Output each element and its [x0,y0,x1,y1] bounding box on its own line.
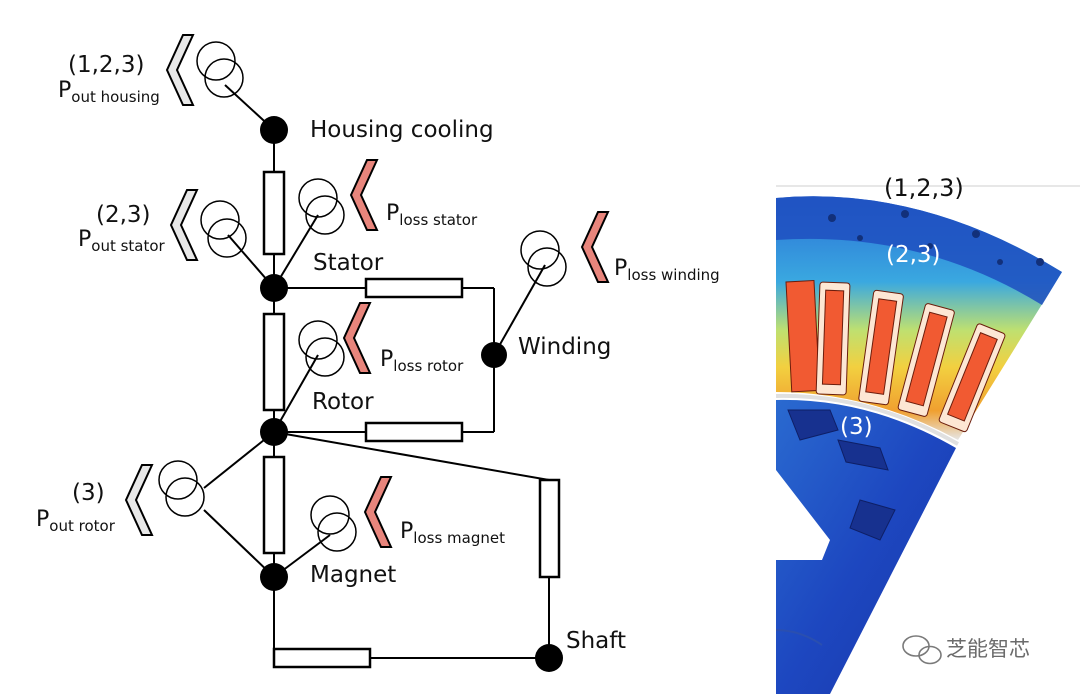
resistor-rotor-magnet [262,455,286,555]
resistor-stator-rotor [262,312,286,412]
resistor-magnet-shaft [272,647,372,669]
fem-bolt-holes [828,210,1044,266]
fem-magnets [787,409,896,541]
loss-arrows [342,159,610,548]
node-shaft [535,644,563,672]
label-shaft: Shaft [566,628,626,654]
fem-mark-rotor: (3) [840,414,873,440]
fem-rotor-cutout [776,470,830,560]
label-p-out-rotor: Pout rotor [36,507,116,535]
node-stator [260,274,288,302]
source-loss-rotor-icon [298,320,345,377]
fem-mark-outer: (1,2,3) [884,174,964,202]
fem-shaft-arc [776,629,823,646]
watermark-text: 芝能智芯 [946,637,1030,661]
fem-rotor [776,399,956,694]
label-p-out-housing: Pout housing [58,78,160,106]
label-housing-cooling: Housing cooling [310,117,494,143]
wechat-icon [902,635,942,665]
fem-slots [785,280,1006,433]
node-magnet [260,563,288,591]
out-arrow-rotor-icon [124,464,154,536]
out-arrow-stator-icon [169,189,199,261]
label-winding: Winding [518,334,611,360]
out-arrows [124,34,199,536]
node-winding [481,342,507,368]
source-out-stator-icon [200,200,247,258]
label-rotor: Rotor [312,389,374,415]
source-loss-winding-icon [520,230,567,287]
resistor-housing-stator [262,170,286,256]
resistor-rotor-winding [364,421,464,443]
loss-arrow-winding-icon [580,211,610,283]
label-p-loss-magnet: Ploss magnet [400,519,505,547]
resistor-rotor-shaft [538,478,561,579]
loss-arrow-rotor-icon [342,302,372,374]
mark-stator: (2,3) [96,202,151,228]
fem-housing-band [776,196,1062,305]
resistor-stator-winding [364,277,464,299]
fem-air-gap [776,393,959,446]
loss-arrow-magnet-icon [363,476,393,548]
mark-housing: (1,2,3) [68,52,144,78]
fem-thermal-plot [776,196,1062,694]
network-nodes [260,116,563,672]
node-housing [260,116,288,144]
label-p-loss-rotor: Ploss rotor [380,347,464,375]
watermark: 芝能智芯 [902,635,1030,665]
loss-arrow-stator-icon [349,159,379,231]
label-p-loss-stator: Ploss stator [386,201,478,229]
node-rotor [260,418,288,446]
source-out-rotor-icon [158,460,205,517]
resistors [262,170,561,669]
label-stator: Stator [313,250,384,276]
label-magnet: Magnet [310,562,396,588]
heat-sources [158,41,567,552]
out-arrow-housing-icon [165,34,195,106]
label-p-loss-winding: Ploss winding [614,256,720,284]
fem-mark-stator: (2,3) [886,242,941,268]
mark-rotor: (3) [72,480,105,506]
label-p-out-stator: Pout stator [78,227,166,255]
source-loss-magnet-icon [310,495,357,552]
source-loss-stator-icon [298,178,345,235]
source-out-housing-icon [196,41,244,98]
